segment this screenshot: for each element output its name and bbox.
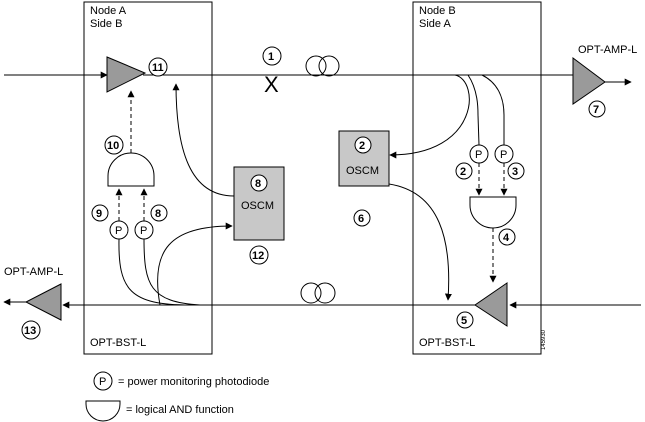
oscm-node-b-label: OSCM (346, 165, 379, 177)
svg-text:6: 6 (358, 213, 364, 225)
figure-id: 145930 (541, 329, 547, 350)
amplifier-opt-amp-right (572, 57, 606, 105)
amplifier-opt-amp-left (24, 283, 62, 321)
node-a-box (83, 1, 213, 355)
svg-text:7: 7 (593, 104, 599, 116)
photodiode-node-b-3-symbol: P (500, 149, 507, 161)
callout-10: 10 (104, 135, 124, 155)
photodiode-node-a-9-symbol: P (115, 225, 122, 237)
oscm-b-to-booster (388, 183, 452, 301)
svg-text:2: 2 (359, 140, 365, 152)
amplifier-node-a-preamp (106, 56, 147, 93)
callout-2-oscm: 2 (354, 136, 372, 154)
and-gate-node-b (469, 196, 517, 229)
fiber-coil-top-right (318, 55, 340, 77)
photodiode-node-b-2-symbol: P (475, 149, 482, 161)
svg-text:13: 13 (24, 325, 36, 337)
callout-11: 11 (148, 57, 168, 77)
svg-text:4: 4 (503, 232, 510, 244)
svg-text:3: 3 (512, 166, 518, 178)
node-b-box (412, 1, 542, 355)
oscm-node-b (338, 130, 390, 187)
opt-amp-right-label: OPT-AMP-L (578, 44, 637, 56)
callout-6: 6 (353, 209, 371, 227)
callout-8-pd: 8 (150, 204, 168, 222)
svg-text:8: 8 (255, 178, 261, 190)
node-b-name: Node B (419, 5, 456, 17)
and-gate-node-a (107, 152, 155, 187)
legend-and-gate-text: = logical AND function (126, 404, 234, 416)
svg-text:9: 9 (96, 208, 102, 220)
node-a-side: Side B (90, 18, 122, 30)
photodiode-node-a-8-symbol: P (140, 225, 147, 237)
oscm-a-from-bottom-fiber (157, 222, 233, 306)
legend-photodiode-text: = power monitoring photodiode (118, 376, 269, 388)
tap-to-pd-3 (481, 74, 505, 116)
svg-text:10: 10 (107, 140, 119, 152)
pd-2-wire (477, 114, 480, 146)
legend-photodiode-symbol: P (99, 376, 106, 388)
node-b-booster-label: OPT-BST-L (419, 337, 475, 349)
fiber-cut-mark: X (264, 72, 279, 97)
callout-5: 5 (456, 311, 474, 329)
svg-text:5: 5 (461, 315, 467, 327)
svg-text:1: 1 (268, 51, 274, 63)
node-a-name: Node A (90, 5, 127, 17)
callout-8-oscm: 8 (250, 174, 268, 192)
pd-8-tap (143, 238, 201, 306)
legend-photodiode-icon (93, 371, 113, 391)
callout-9: 9 (91, 204, 109, 222)
oscm-node-a-label: OSCM (241, 200, 274, 212)
fiber-coil-bottom-left (300, 282, 322, 304)
amplifier-node-b-booster (474, 282, 508, 327)
fiber-coil-top-left (305, 55, 327, 77)
callout-7: 7 (588, 100, 606, 118)
pd-9-tap (118, 238, 191, 306)
oscm-a-to-preamp (172, 83, 235, 197)
opt-amp-left-label: OPT-AMP-L (4, 266, 63, 278)
node-b-side: Side A (419, 18, 451, 30)
tap-to-pd-2 (467, 74, 479, 116)
fiber-coil-bottom-right (314, 282, 336, 304)
callout-13: 13 (21, 320, 41, 340)
tap-to-oscm-b (389, 74, 470, 159)
node-a-booster-label: OPT-BST-L (90, 337, 146, 349)
svg-text:11: 11 (152, 62, 164, 74)
callout-2-pd: 2 (455, 162, 473, 180)
callout-4: 4 (498, 228, 516, 246)
svg-text:8: 8 (155, 208, 161, 220)
callout-12: 12 (249, 245, 269, 265)
callout-3: 3 (507, 162, 525, 180)
svg-text:2: 2 (460, 166, 466, 178)
legend-and-gate-icon (85, 400, 121, 422)
callout-1: 1 (262, 46, 282, 66)
svg-text:12: 12 (252, 250, 264, 262)
